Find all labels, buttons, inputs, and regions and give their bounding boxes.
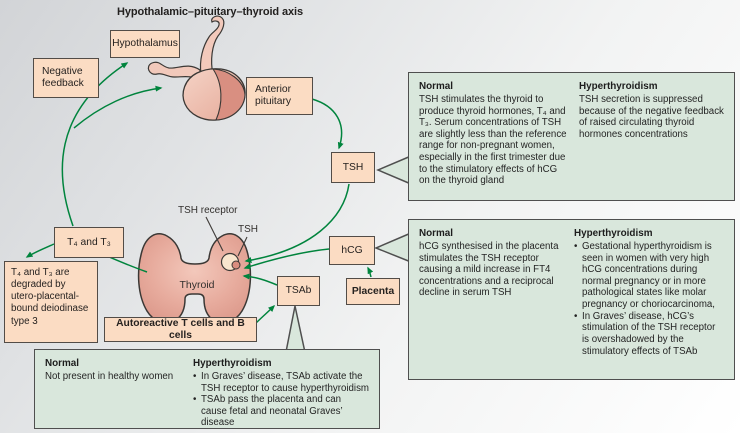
callout-hcg: Normal hCG synthesised in the placenta s…	[408, 219, 735, 380]
node-t4-t3: T₄ and T₃	[54, 227, 124, 258]
arrow-anterior-pituitary-to-tsh	[311, 98, 344, 150]
node-hcg: hCG	[329, 236, 375, 265]
arrow-autoreactive-to-tsab	[254, 304, 276, 325]
node-autoreactive-cells: Autoreactive T cells and B cells	[104, 317, 257, 342]
normal-heading: Normal	[419, 81, 454, 92]
pituitary-stalk	[199, 15, 225, 76]
node-placenta-label: Placenta	[351, 285, 395, 297]
hyperthyroidism-heading: Hyperthyroidism	[193, 358, 272, 369]
node-negative-feedback-label: Negative feedback	[42, 66, 84, 89]
arrow-placenta-to-hcg	[367, 266, 374, 278]
tsh-receptor-label-line	[205, 216, 224, 252]
node-t4-t3-degraded: T₄ and T₃ are degraded by utero-placenta…	[4, 261, 98, 343]
hyperthyroidism-bullet: Gestational hyperthyroidism is seen in w…	[574, 241, 724, 311]
node-tsh: TSH	[331, 152, 375, 183]
callout-pointers	[284, 155, 412, 358]
node-tsab: TSAb	[277, 276, 320, 306]
tsh-callout-pointer	[376, 155, 412, 185]
callout-tsh-normal-column: Normal TSH stimulates the thyroid to pro…	[419, 81, 569, 192]
callout-tsh-hyper-column: Hyperthyroidism TSH secretion is suppres…	[579, 81, 724, 192]
flow-arrows	[25, 62, 374, 325]
thyroid-label: Thyroid	[179, 279, 215, 291]
node-autoreactive-cells-label: Autoreactive T cells and B cells	[116, 317, 245, 341]
node-tsab-label: TSAb	[285, 285, 312, 297]
callout-tsab-normal-column: Normal Not present in healthy women	[45, 358, 185, 420]
node-hypothalamus-label: Hypothalamus	[112, 38, 178, 50]
normal-text: Not present in healthy women	[45, 370, 174, 382]
node-anterior-pituitary-label: Anterior pituitary	[255, 84, 292, 107]
node-hcg-label: hCG	[341, 244, 363, 256]
label-lines	[205, 216, 248, 257]
arrow-tsh-to-receptor	[244, 183, 350, 264]
hyperthyroidism-heading: Hyperthyroidism	[574, 228, 653, 239]
node-placenta: Placenta	[346, 278, 400, 305]
callout-tsab: Normal Not present in healthy women Hype…	[34, 349, 380, 429]
normal-heading: Normal	[45, 358, 80, 369]
hyperthyroidism-bullet: In Graves’ disease, TSAb activate the TS…	[193, 371, 369, 394]
hyperthyroidism-heading: Hyperthyroidism	[579, 81, 658, 92]
tsh-label-line	[237, 236, 248, 257]
arrow-tsab-to-receptor	[242, 273, 278, 286]
tsab-callout-pointer	[284, 305, 307, 358]
node-hypothalamus: Hypothalamus	[110, 30, 180, 58]
figure-title: Hypothalamic–pituitary–thyroid axis	[117, 6, 303, 18]
arrow-negative-feedback-to-hypothalamus	[61, 62, 129, 227]
node-tsh-label: TSH	[342, 161, 364, 173]
pituitary-stalk-branch	[147, 61, 201, 82]
normal-text: hCG synthesised in the placenta stimulat…	[419, 240, 559, 299]
tsh-molecule-illustration	[231, 260, 241, 270]
pituitary-illustration	[147, 15, 246, 121]
hyperthyroidism-text: TSH secretion is suppressed because of t…	[579, 93, 724, 140]
node-t4-t3-label: T₄ and T₃	[67, 236, 111, 248]
hcg-callout-pointer	[374, 232, 412, 263]
pituitary-anterior-lobe	[211, 68, 246, 121]
normal-heading: Normal	[419, 228, 454, 239]
node-t4-t3-degraded-label: T₄ and T₃ are degraded by utero-placenta…	[11, 267, 89, 327]
tsh-molecule-label: TSH	[238, 224, 258, 235]
callout-tsh: Normal TSH stimulates the thyroid to pro…	[408, 72, 735, 201]
callout-hcg-hyper-column: Hyperthyroidism Gestational hyperthyroid…	[574, 228, 724, 371]
callout-tsab-hyper-column: Hyperthyroidism In Graves’ disease, TSAb…	[193, 358, 369, 428]
node-negative-feedback: Negative feedback	[33, 58, 99, 98]
arrow-hcg-to-receptor	[243, 248, 330, 270]
callout-hcg-normal-column: Normal hCG synthesised in the placenta s…	[419, 228, 566, 371]
node-anterior-pituitary: Anterior pituitary	[246, 77, 313, 115]
hyperthyroidism-bullet: In Graves’ disease, hCG’s stimulation of…	[574, 311, 724, 358]
normal-text: TSH stimulates the thyroid to produce th…	[419, 93, 567, 187]
arrow-t4t3-to-degraded	[25, 243, 55, 258]
tsh-receptor-label: TSH receptor	[178, 205, 238, 216]
hyperthyroidism-bullet: TSAb pass the placenta and can cause fet…	[193, 394, 369, 429]
arrow-negative-feedback-to-pituitary	[73, 85, 163, 129]
